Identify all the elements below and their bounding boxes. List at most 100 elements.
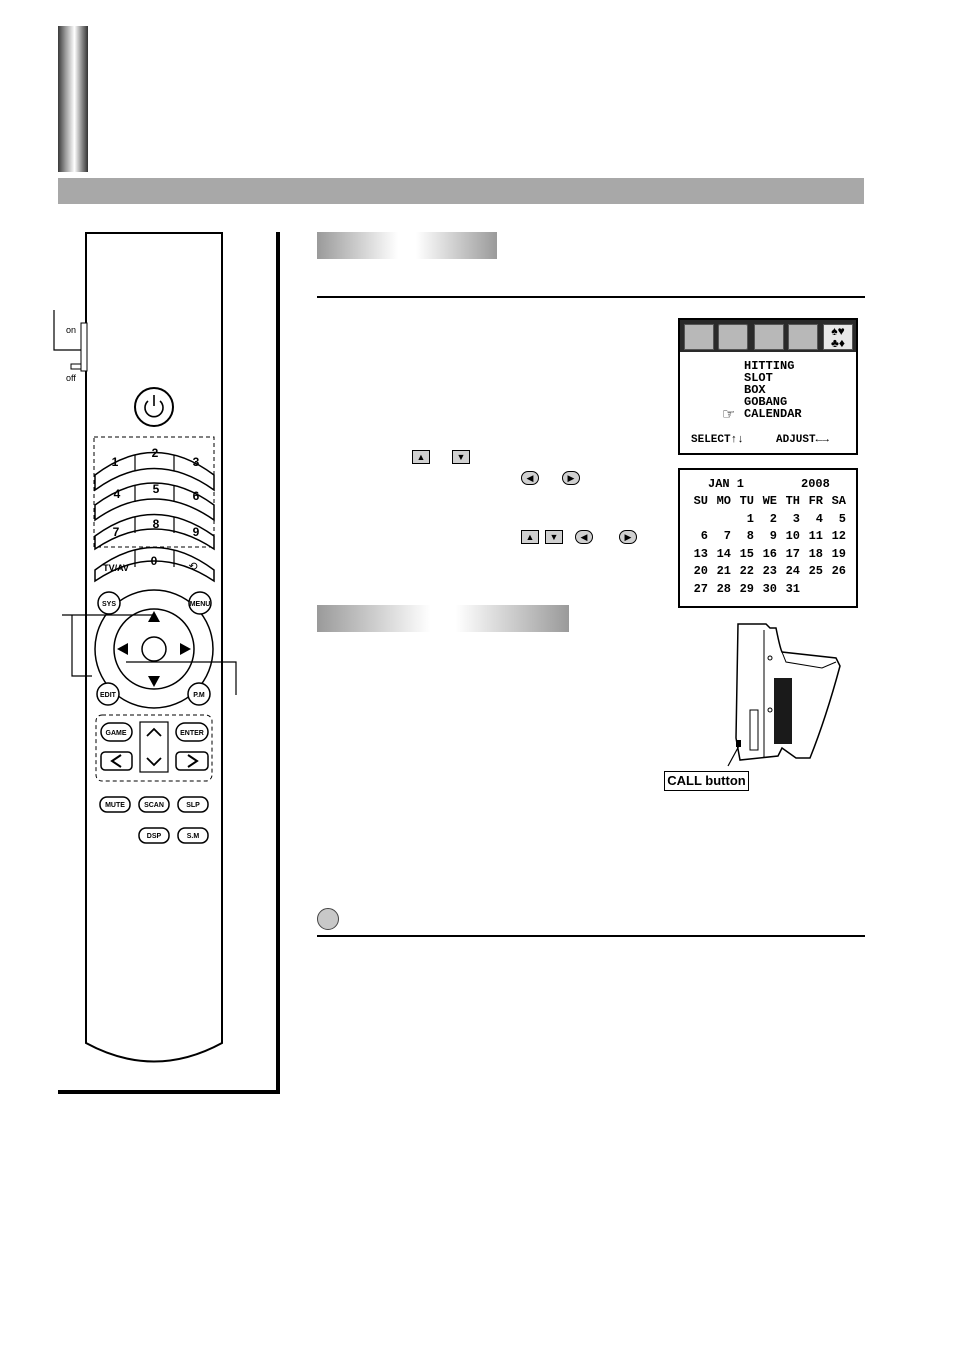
game-updown-pad [139,721,169,773]
remote-frame-bottom [58,1090,280,1094]
pm-button[interactable] [187,682,211,706]
tv-side-panel [749,709,759,751]
calendar-year: 2008 [801,477,830,491]
nav-center-button[interactable] [141,636,167,662]
calendar-day: 27 [693,581,708,596]
game-left-button[interactable] [100,751,133,771]
calendar-day: 25 [808,564,823,578]
calendar-day: 1 [746,511,754,526]
dsp-label: DSP [147,833,162,840]
sys-button[interactable] [97,591,121,615]
tv-side-view [727,623,841,767]
nav-right-arrow-icon[interactable] [180,643,191,655]
recall-icon: ⟲ [188,560,197,573]
menu-item-box[interactable]: BOX [744,383,766,397]
game-down-icon[interactable] [146,757,162,767]
call-button-label: CALL button [664,771,749,791]
calendar-day: 29 [739,581,754,596]
calendar-day: 20 [693,564,708,578]
calendar-day: 4 [815,511,823,526]
calendar-day: 28 [716,581,731,596]
dsp-button[interactable] [138,827,170,844]
game-left-icon [110,754,122,768]
right-key-icon-2: ▶ [619,530,637,544]
cards-icon: ♠♥♣♦ [823,324,853,350]
calendar-day: 12 [831,529,846,543]
calendar-day: 24 [785,564,800,578]
calendar-weekday: SU [693,494,708,508]
menu-footer-select: SELECT↑↓ [691,434,744,446]
nav-up-arrow-icon[interactable] [148,611,160,622]
calendar-weekday: TU [739,494,754,508]
calendar-day: 21 [716,564,731,578]
key-9: 9 [193,525,200,539]
calendar-day: 15 [739,546,754,561]
sm-button[interactable] [177,827,209,844]
up-key-icon-2: ▲ [521,530,539,544]
game-up-icon[interactable] [146,727,162,737]
power-button[interactable] [134,387,174,427]
nav-down-arrow-icon[interactable] [148,676,160,687]
call-button-leader [727,743,741,767]
calendar-day: 11 [808,529,823,543]
calendar-day: 7 [723,529,731,543]
header-band [58,178,864,204]
game-right-icon [187,754,199,768]
scan-button[interactable] [138,796,170,813]
menu-label: MENU [190,601,211,608]
remote-frame-right [276,232,280,1094]
slp-button[interactable] [177,796,209,813]
calendar-day: 6 [700,529,708,543]
power-icon [144,395,164,418]
edit-button[interactable] [96,682,120,706]
enter-button[interactable] [175,722,209,742]
nav-left-arrow-icon[interactable] [117,643,128,655]
calendar-day: 22 [739,564,754,578]
slp-label: SLP [186,802,200,809]
down-key-icon-2: ▼ [545,530,563,544]
menu-button[interactable] [188,591,212,615]
calendar-day: 18 [808,546,823,561]
calendar-day: 13 [693,546,708,561]
menu-item-gobang[interactable]: GOBANG [744,395,788,409]
key-8: 8 [153,517,160,531]
left-key-icon-2: ◀ [575,530,593,544]
key-0: 0 [151,554,158,568]
mute-button[interactable] [99,796,131,813]
calendar-day: 9 [769,529,777,543]
menu-item-hitting[interactable]: HITTING [744,359,795,373]
game-right-button[interactable] [175,751,209,771]
calendar-weekday: SA [831,494,846,508]
game-label: GAME [106,730,127,737]
edit-label: EDIT [100,692,117,699]
game-menu-screen: ♠♥♣♦ HITTING SLOT BOX GOBANG CALENDAR ☞ … [678,318,858,455]
tv-back-vent [774,678,792,744]
game-character-icon [754,324,784,350]
game-key-area [95,714,213,782]
right-key-icon: ▶ [562,471,580,485]
menu-footer-adjust: ADJUST←→ [776,434,829,446]
calendar-day: 30 [762,581,777,596]
puzzle-icon [788,324,818,350]
calendar-day: 3 [792,511,800,526]
number-keys[interactable] [94,451,215,583]
clock-icon [718,324,748,350]
calendar-day: 31 [785,581,800,596]
calendar-day: 8 [746,529,754,543]
note-rule [317,935,865,937]
sys-label: SYS [102,601,116,608]
menu-item-slot[interactable]: SLOT [744,371,773,385]
game-button[interactable] [100,722,133,742]
switch-off-label: off [66,373,76,383]
calendar-day: 16 [762,546,777,561]
section-header-bar-1 [317,232,497,259]
menu-item-calendar[interactable]: CALENDAR [744,407,802,421]
enter-label: ENTER [180,730,204,737]
key-5: 5 [153,482,160,496]
power-switch [80,322,88,372]
call-button-icon[interactable] [736,740,741,747]
sm-label: S.M [187,833,200,840]
calendar-day: 5 [838,511,846,526]
calendar-weekday: WE [762,494,777,508]
